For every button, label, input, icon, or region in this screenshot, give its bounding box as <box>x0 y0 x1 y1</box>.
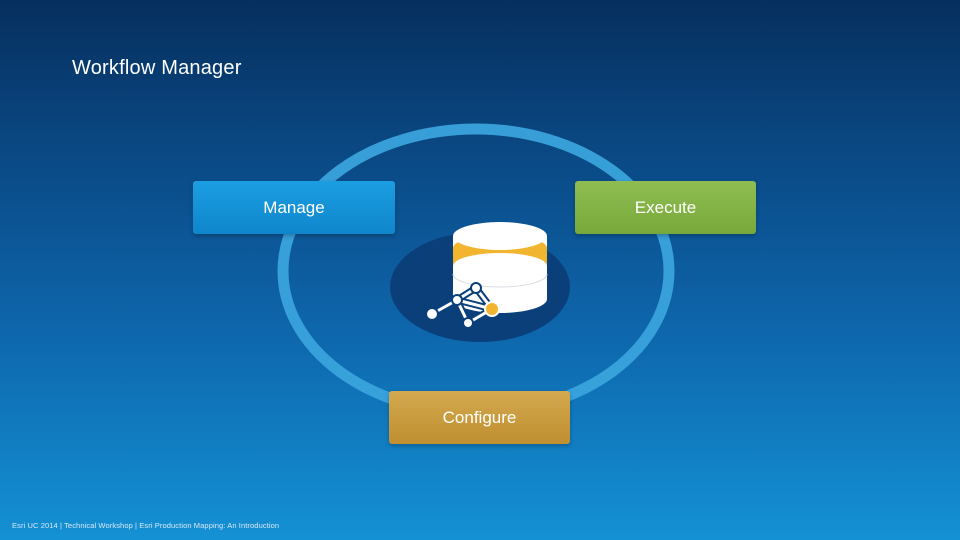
workflow-graph-icon <box>425 282 500 329</box>
stage-manage-label: Manage <box>263 197 325 217</box>
slide-title: Workflow Manager <box>72 57 242 79</box>
database-icon <box>452 222 548 313</box>
stage-manage: Manage <box>193 181 395 234</box>
stage-execute-label: Execute <box>634 197 697 217</box>
stage-configure-label: Configure <box>442 407 517 427</box>
stage-execute: Execute <box>575 181 756 234</box>
slide-footer: Esri UC 2014 | Technical Workshop | Esri… <box>12 521 280 530</box>
stage-configure: Configure <box>389 391 570 444</box>
